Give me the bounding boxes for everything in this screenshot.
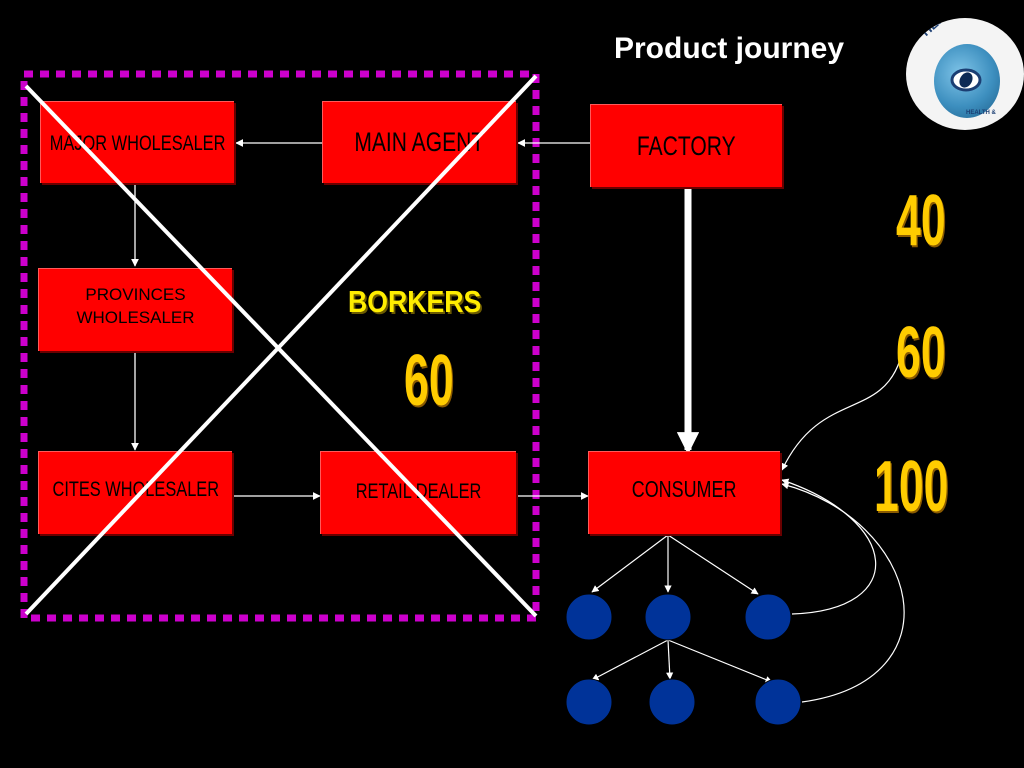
arrow-consumer-to-node3 [667,534,759,595]
number-60: 60 [896,313,946,393]
borkers-value: 60 [404,341,454,421]
health-logo: HEALTH & WE HEALTH & [906,18,1024,130]
number-100: 100 [874,447,949,527]
arrow-node2-to-node5 [666,639,674,680]
major-wholesaler-label: MAJOR WHOLESALER [49,132,226,155]
consumer-label: CONSUMER [632,476,737,502]
cross-line-1 [24,84,538,618]
consumer-node [648,678,696,726]
logo-small-text: HEALTH & [966,110,996,116]
provinces-wholesaler-label-line1: PROVINCES [85,285,186,304]
provinces-wholesaler-box: PROVINCES WHOLESALER [38,268,232,351]
number-40: 40 [896,181,946,261]
curve-60-to-consumer [781,359,901,471]
provinces-wholesaler-label-line2: WHOLESALER [76,308,195,327]
cites-wholesaler-label: CITES WHOLESALER [52,478,219,501]
cites-wholesaler-box: CITES WHOLESALER [38,451,232,534]
cross-line-2 [24,74,538,616]
consumer-node [644,593,692,641]
arrow-node2-to-node6 [667,639,773,683]
consumer-node [744,593,792,641]
consumer-box: CONSUMER [588,451,780,534]
borkers-label: BORKERS [348,284,482,319]
consumer-node [565,593,613,641]
arrow-node2-to-node4 [591,639,669,681]
curve-node3-to-consumer [781,478,877,615]
eye-icon [950,68,982,92]
curve-node6-to-consumer [781,482,905,703]
consumer-node [754,678,802,726]
arrow-consumer-to-node1 [591,534,669,593]
dashed-frame [20,70,540,622]
factory-label: FACTORY [637,130,736,161]
major-wholesaler-box: MAJOR WHOLESALER [40,101,234,183]
page-title: Product journey [614,32,845,65]
consumer-node [565,678,613,726]
factory-box: FACTORY [590,104,782,187]
